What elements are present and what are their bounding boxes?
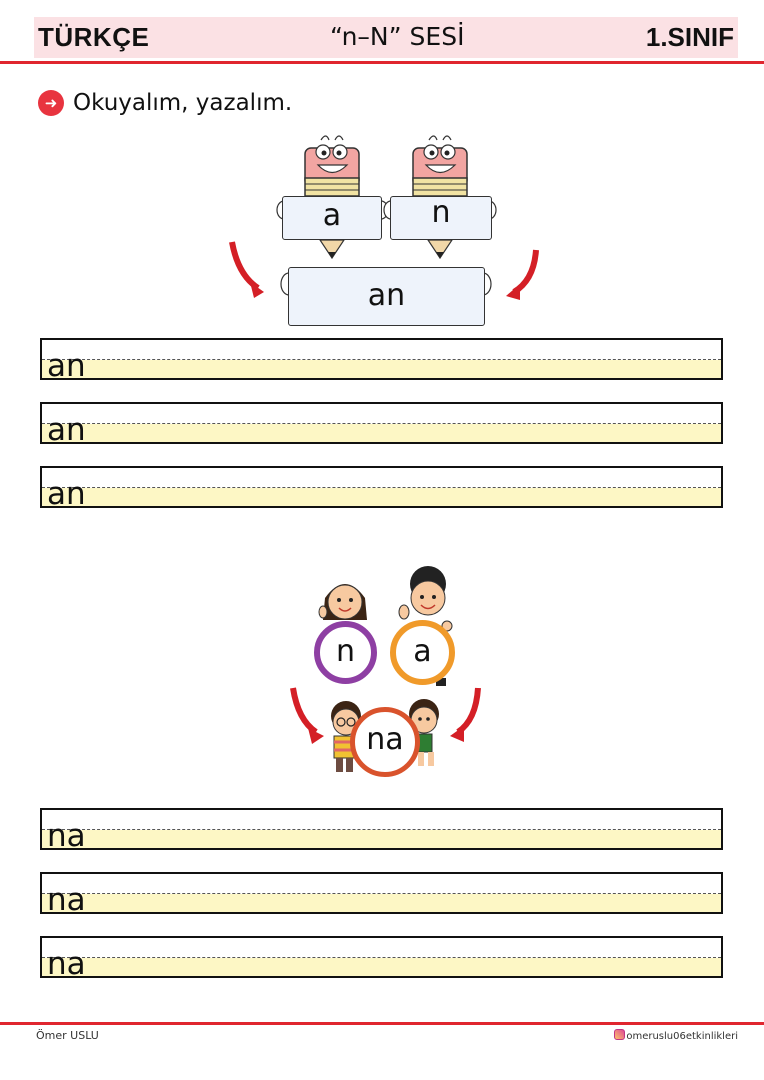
- writing-line[interactable]: na: [40, 872, 723, 918]
- pencil-illustration: [0, 0, 764, 330]
- writing-line[interactable]: na: [40, 936, 723, 982]
- model-syllable: an: [47, 412, 86, 448]
- social-handle-text: omeruslu06etkinlikleri: [626, 1031, 738, 1042]
- subject-label: TÜRKÇE: [38, 22, 150, 52]
- pencil-characters-icon: [229, 135, 539, 300]
- writing-line[interactable]: an: [40, 338, 723, 384]
- letter-circle-a: a: [390, 620, 455, 685]
- writing-line[interactable]: an: [40, 466, 723, 512]
- writing-line[interactable]: an: [40, 402, 723, 448]
- model-syllable: an: [47, 476, 86, 512]
- writing-line[interactable]: na: [40, 808, 723, 854]
- letter-card-a: a: [282, 196, 382, 240]
- model-syllable: na: [47, 946, 86, 982]
- header-divider: [0, 61, 764, 64]
- letter-card-n: n: [390, 195, 492, 240]
- letter-circle-n: n: [314, 621, 377, 684]
- arrow-right-circle-icon: ➜: [38, 90, 64, 116]
- social-handle[interactable]: omeruslu06etkinlikleri: [614, 1029, 738, 1042]
- instagram-icon: [614, 1029, 626, 1040]
- author-name: Ömer USLU: [36, 1029, 99, 1042]
- footer-divider: [0, 1022, 764, 1025]
- model-syllable: an: [47, 348, 86, 384]
- syllable-card-an: an: [288, 267, 485, 326]
- grade-label: 1.SINIF: [645, 22, 734, 52]
- page-title: “n–N” SESİ: [330, 22, 465, 51]
- header-band: [34, 17, 738, 58]
- syllable-circle-na: na: [350, 707, 420, 777]
- model-syllable: na: [47, 882, 86, 918]
- model-syllable: na: [47, 818, 86, 854]
- instruction-text: Okuyalım, yazalım.: [73, 90, 293, 116]
